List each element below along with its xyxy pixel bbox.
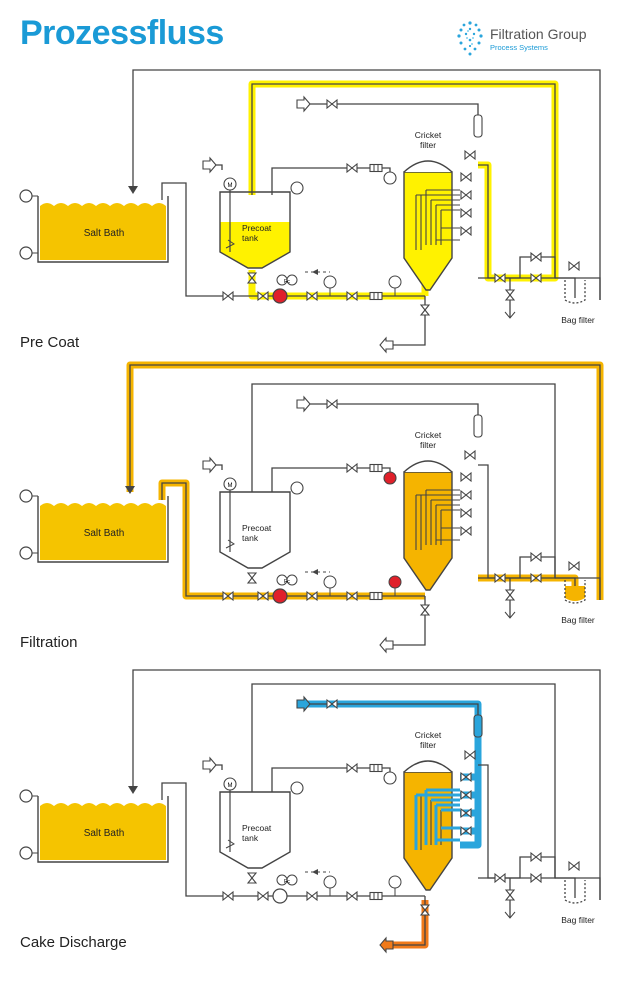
line-instruments <box>222 699 580 919</box>
logo-subtitle: Process Systems <box>490 43 548 52</box>
pump-letters: Fc <box>284 579 290 585</box>
salt-bath-label: Salt Bath <box>84 828 125 839</box>
air-inlet-arrow-icon <box>296 95 311 113</box>
drain-outlet-arrow-icon <box>379 336 394 354</box>
tank-inlet-arrow-icon <box>202 756 217 774</box>
bag-filter-label: Bag filter <box>561 615 595 625</box>
filter-outlet-valves <box>460 114 483 236</box>
line-instruments <box>222 399 580 619</box>
flow-arrows <box>202 95 394 354</box>
salt-bath-label: Salt Bath <box>84 528 125 539</box>
bag-filter-label: Bag filter <box>561 315 595 325</box>
pump-letters: Fc <box>284 879 290 885</box>
filtration-flow-lines <box>125 364 601 646</box>
precoat-flow-lines <box>128 69 601 346</box>
circulation-pump: Fc <box>272 269 330 304</box>
company-logo: Filtration Group Process Systems <box>452 18 622 60</box>
filter-outlet-valves <box>460 714 483 836</box>
filtration-flow-highlight <box>126 361 604 600</box>
logo-brand-name: Filtration Group <box>490 26 587 42</box>
bag-filter: Bag filter <box>561 280 595 325</box>
tank-inlet-arrow-icon <box>202 156 217 174</box>
drain-outlet-arrow-icon <box>379 636 394 654</box>
panel-caption-pre-coat: Pre Coat <box>20 334 80 351</box>
line-instruments <box>222 99 580 319</box>
circulation-pump: Fc <box>272 569 330 604</box>
flow-arrows <box>202 395 394 654</box>
drain-outlet-arrow-icon <box>379 936 394 954</box>
pump-letters: Fc <box>284 279 290 285</box>
filter-outlet-valves <box>460 414 483 536</box>
mixer-letter: M <box>228 783 233 789</box>
bag-filter-label: Bag filter <box>561 915 595 925</box>
mixer-letter: M <box>228 183 233 189</box>
bag-filter: Bag filter <box>561 880 595 925</box>
discharge-flow-lines <box>128 669 601 946</box>
panel-caption-cake-discharge: Cake Discharge <box>20 934 127 951</box>
circulation-pump: Fc <box>272 869 330 904</box>
salt-bath-label: Salt Bath <box>84 228 125 239</box>
salt-bath-tank: Salt Bath <box>19 789 169 863</box>
swirl-logo-icon <box>457 21 483 56</box>
air-inlet-arrow-icon <box>296 695 311 713</box>
bag-filter: Bag filter <box>561 580 595 625</box>
mixer-letter: M <box>228 483 233 489</box>
salt-bath-tank: Salt Bath <box>19 489 169 563</box>
panel-caption-filtration: Filtration <box>20 634 78 651</box>
page-title: Prozessfluss <box>20 14 224 52</box>
salt-bath-tank: Salt Bath <box>19 189 169 263</box>
tank-inlet-arrow-icon <box>202 456 217 474</box>
air-inlet-arrow-icon <box>296 395 311 413</box>
flow-arrows <box>202 695 394 954</box>
